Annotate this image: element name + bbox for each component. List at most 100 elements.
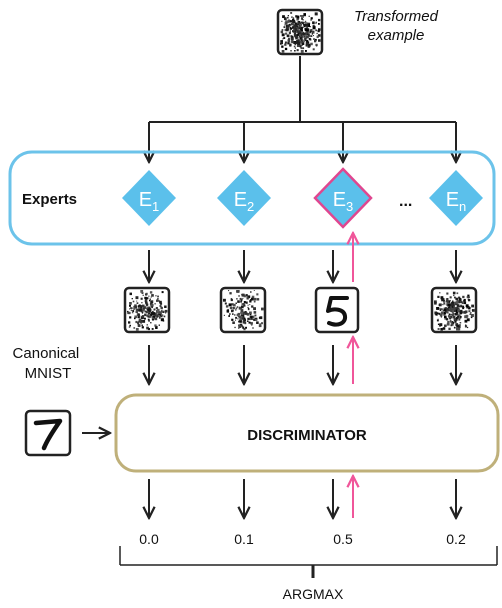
noise-speck — [470, 314, 474, 317]
noise-speck — [145, 311, 148, 314]
noise-speck — [137, 316, 139, 318]
noise-speck — [306, 39, 309, 43]
noise-speck — [147, 318, 150, 321]
noise-speck — [287, 19, 291, 22]
noise-speck — [295, 27, 297, 29]
expert-en: En — [429, 170, 483, 226]
discriminator-input-arrows — [149, 345, 456, 384]
noise-speck — [443, 313, 446, 316]
noise-speck — [244, 319, 246, 321]
noise-speck — [236, 298, 238, 300]
noise-speck — [435, 313, 438, 316]
noise-speck — [300, 47, 303, 50]
noise-speck — [451, 301, 454, 305]
noise-speck — [287, 21, 290, 23]
noise-speck — [300, 39, 302, 41]
noise-speck — [293, 28, 295, 30]
noise-speck — [247, 308, 250, 310]
noise-speck — [470, 316, 473, 319]
noise-speck — [438, 304, 441, 307]
expert-e2: E2 — [217, 170, 271, 226]
noise-speck — [164, 305, 167, 308]
noise-speck — [291, 16, 293, 18]
noise-speck — [156, 316, 158, 318]
noise-speck — [289, 30, 291, 32]
noise-speck — [296, 33, 299, 36]
noise-speck — [444, 303, 446, 305]
noise-speck — [447, 315, 451, 318]
noise-speck — [128, 311, 131, 315]
noise-speck — [300, 32, 303, 35]
noise-speck — [292, 17, 295, 19]
noise-speck — [451, 323, 454, 326]
noise-speck — [450, 306, 453, 309]
noise-speck — [297, 39, 300, 42]
noise-speck — [157, 295, 159, 298]
noise-speck — [455, 302, 458, 306]
noise-speck — [235, 319, 237, 321]
noise-speck — [292, 18, 295, 22]
noise-speck — [297, 29, 301, 33]
noise-speck — [155, 313, 157, 315]
noise-speck — [284, 43, 287, 46]
noise-speck — [144, 300, 147, 303]
noise-speck — [145, 301, 148, 304]
noise-speck — [458, 300, 461, 304]
noise-speck — [290, 26, 292, 28]
ellipsis: ... — [399, 193, 412, 210]
noise-speck — [134, 304, 137, 307]
noise-speck — [313, 38, 315, 40]
noise-speck — [284, 17, 287, 21]
noise-speck — [138, 313, 140, 316]
noise-speck — [253, 318, 256, 321]
noise-speck — [313, 30, 315, 32]
noise-speck — [447, 320, 450, 324]
noise-speck — [299, 35, 301, 37]
noise-speck — [444, 324, 447, 327]
noise-speck — [253, 311, 257, 314]
noise-speck — [164, 309, 168, 313]
noise-speck — [158, 311, 161, 313]
noise-speck — [238, 295, 240, 297]
noise-speck — [240, 309, 243, 312]
noise-speck — [300, 50, 304, 53]
noise-speck — [247, 306, 249, 308]
noise-speck — [434, 311, 438, 315]
noise-speck — [297, 21, 299, 24]
noise-speck — [232, 307, 235, 310]
noise-speck — [296, 26, 300, 30]
noise-speck — [147, 328, 150, 331]
argmax-label: ARGMAX — [282, 586, 344, 602]
noise-speck — [249, 304, 251, 306]
noise-speck — [281, 45, 284, 48]
noise-speck — [458, 305, 461, 308]
expert-e2-sub: 2 — [247, 199, 254, 214]
score-e3: 0.5 — [333, 531, 353, 547]
noise-speck — [241, 317, 244, 320]
noise-speck — [299, 15, 302, 17]
noise-speck — [148, 312, 150, 315]
noise-speck — [315, 21, 317, 23]
noise-speck — [236, 306, 239, 308]
noise-speck — [461, 311, 463, 314]
noise-speck — [150, 304, 154, 307]
noise-speck — [255, 318, 258, 321]
noise-speck — [142, 294, 144, 296]
noise-speck — [442, 303, 444, 306]
noise-speck — [442, 309, 445, 312]
noise-speck — [452, 322, 455, 325]
noise-speck — [447, 300, 451, 303]
noise-speck — [306, 35, 309, 39]
noise-speck — [129, 316, 132, 319]
noise-speck — [289, 27, 293, 30]
noise-speck — [162, 314, 164, 316]
noise-speck — [444, 309, 447, 312]
noise-speck — [141, 315, 145, 318]
noise-speck — [447, 303, 451, 307]
noise-speck — [150, 302, 152, 305]
noise-speck — [291, 41, 293, 43]
noise-speck — [287, 15, 289, 17]
noise-speck — [150, 296, 152, 298]
noise-speck — [139, 321, 142, 324]
expert-e3-selected: E3 — [313, 167, 373, 229]
